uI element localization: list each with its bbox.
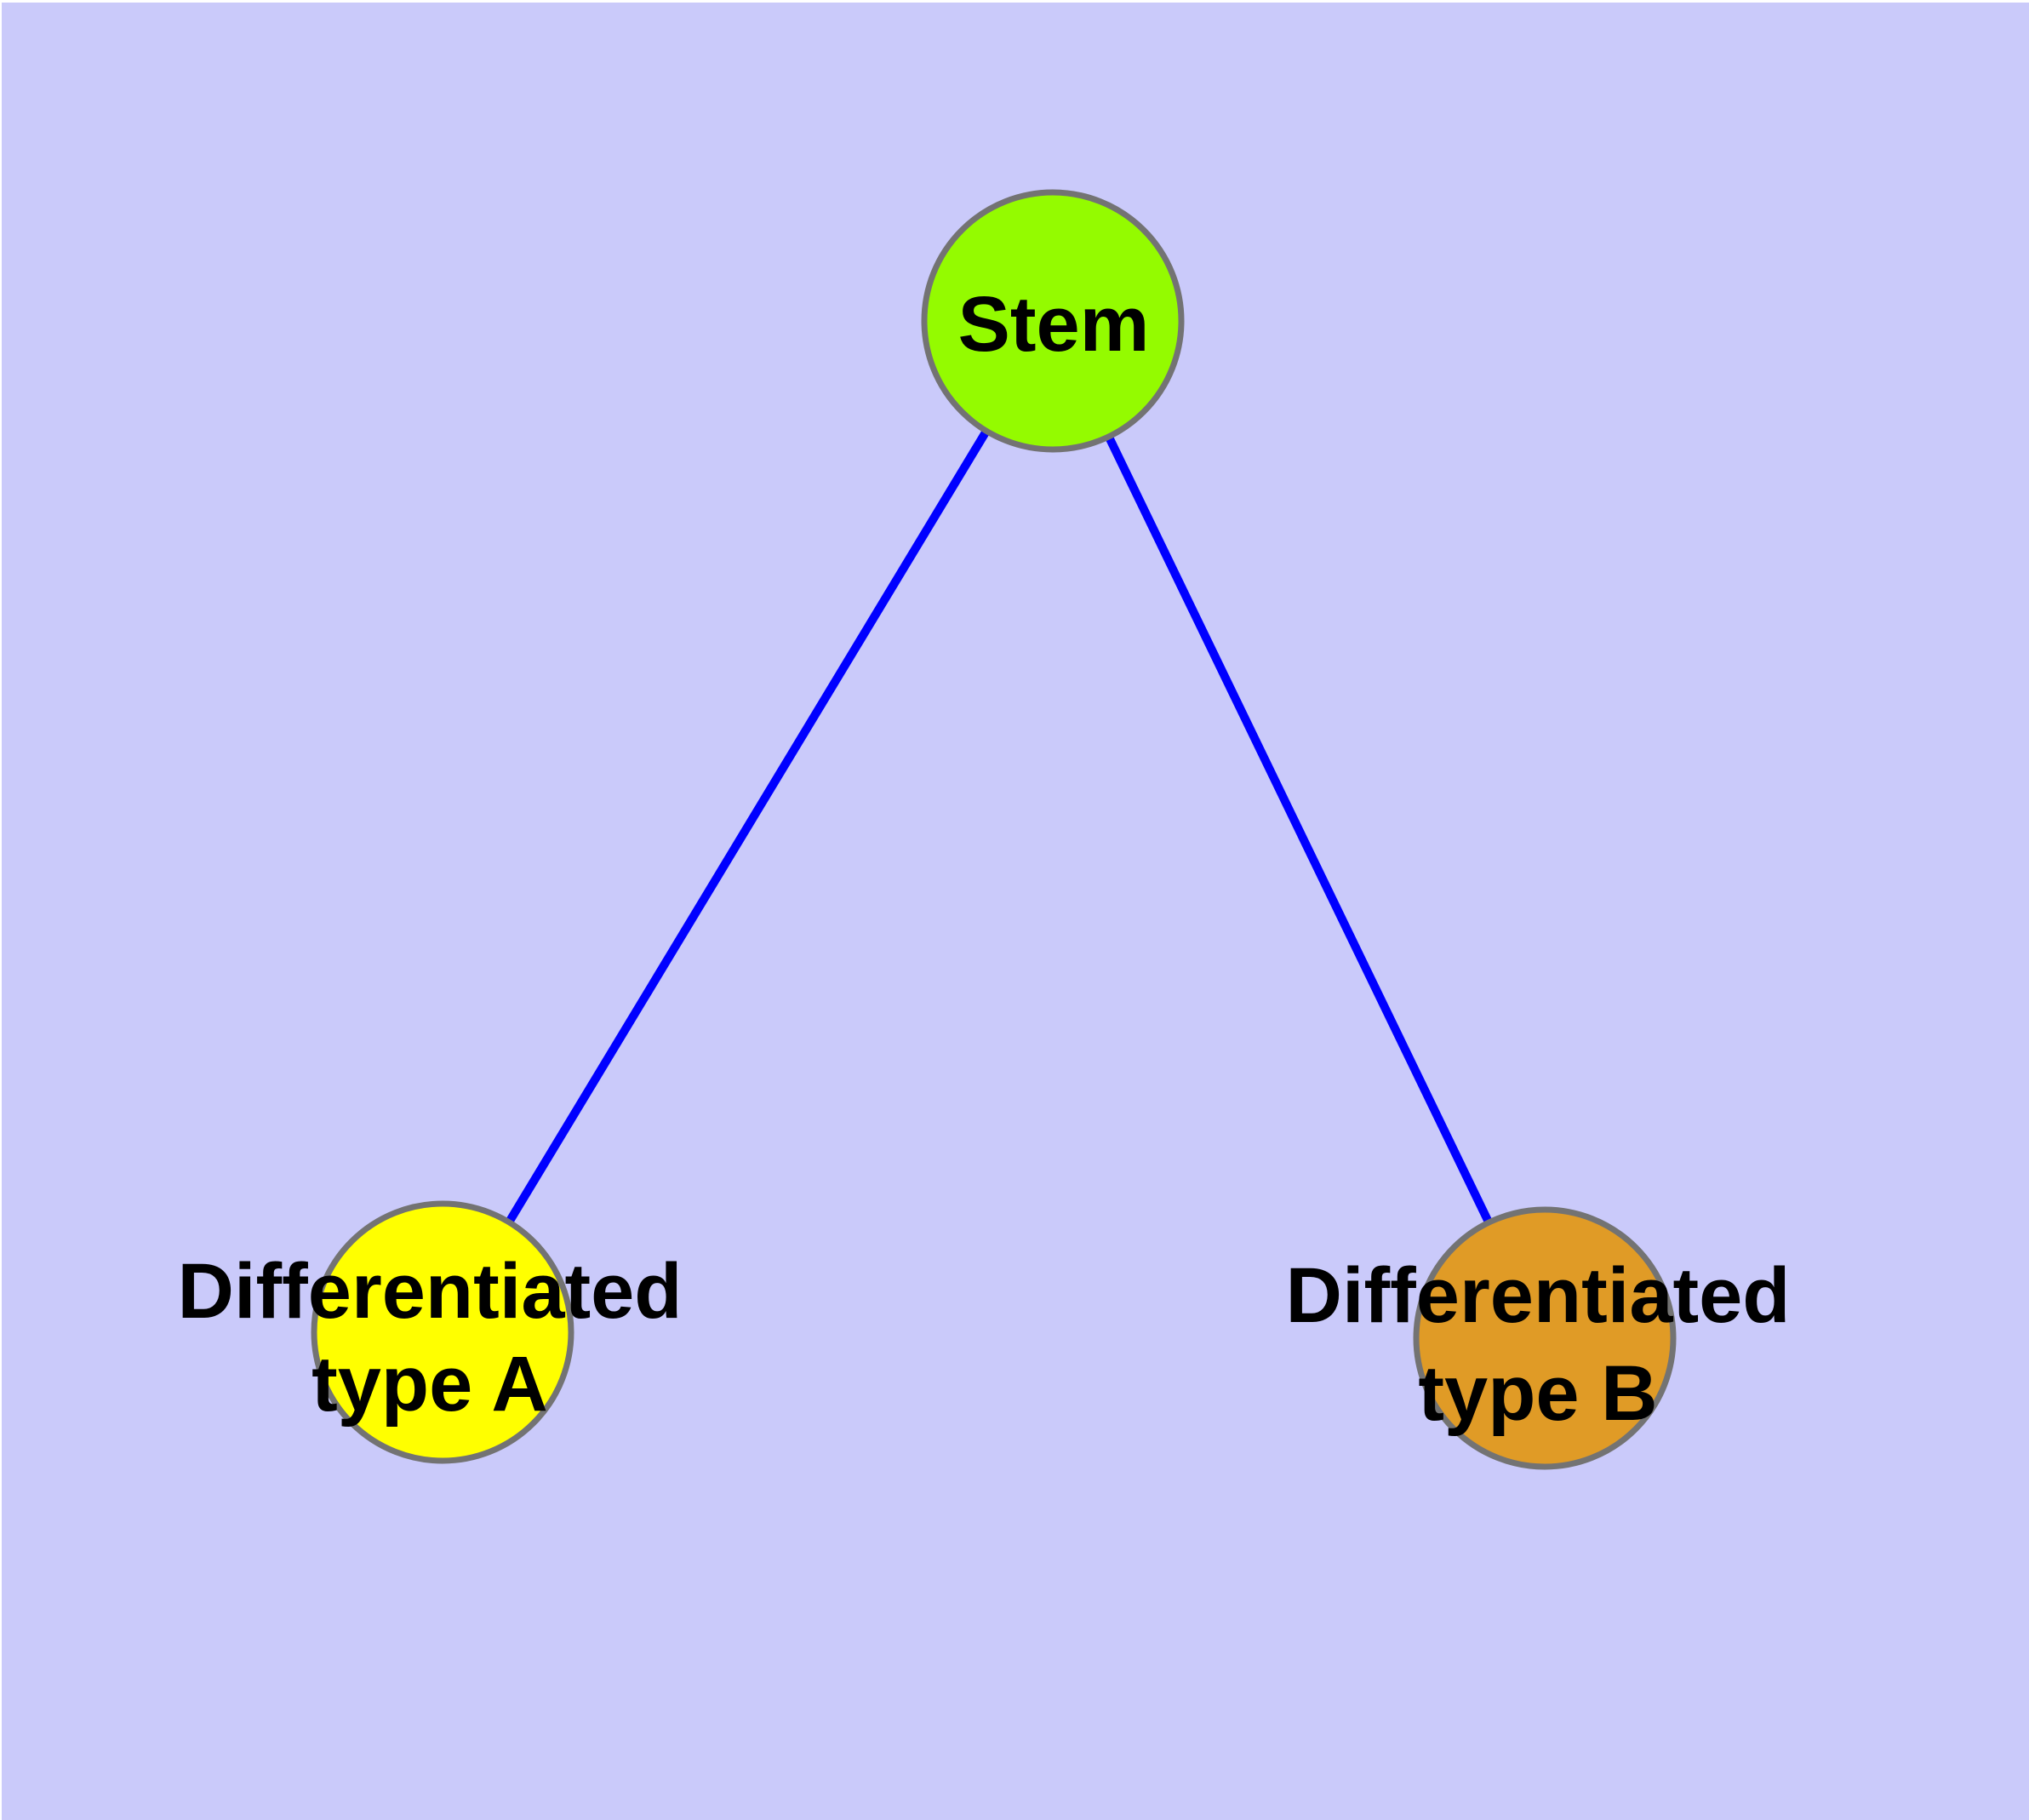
node-differentiated-type-a — [311, 1200, 574, 1464]
edge-stem-to-type-a — [438, 318, 1057, 1335]
node-type-b-label-line2: type B — [1418, 1350, 1657, 1437]
node-type-a-label-line1: Differentiated — [178, 1248, 683, 1335]
node-type-b-label-line1: Differentiated — [1286, 1252, 1791, 1339]
edge-stem-to-type-b — [1049, 318, 1549, 1341]
node-differentiated-type-b — [1413, 1206, 1677, 1470]
node-stem — [921, 189, 1185, 453]
node-stem-label: Stem — [958, 281, 1150, 368]
node-type-a-label-line2: type A — [311, 1341, 548, 1428]
